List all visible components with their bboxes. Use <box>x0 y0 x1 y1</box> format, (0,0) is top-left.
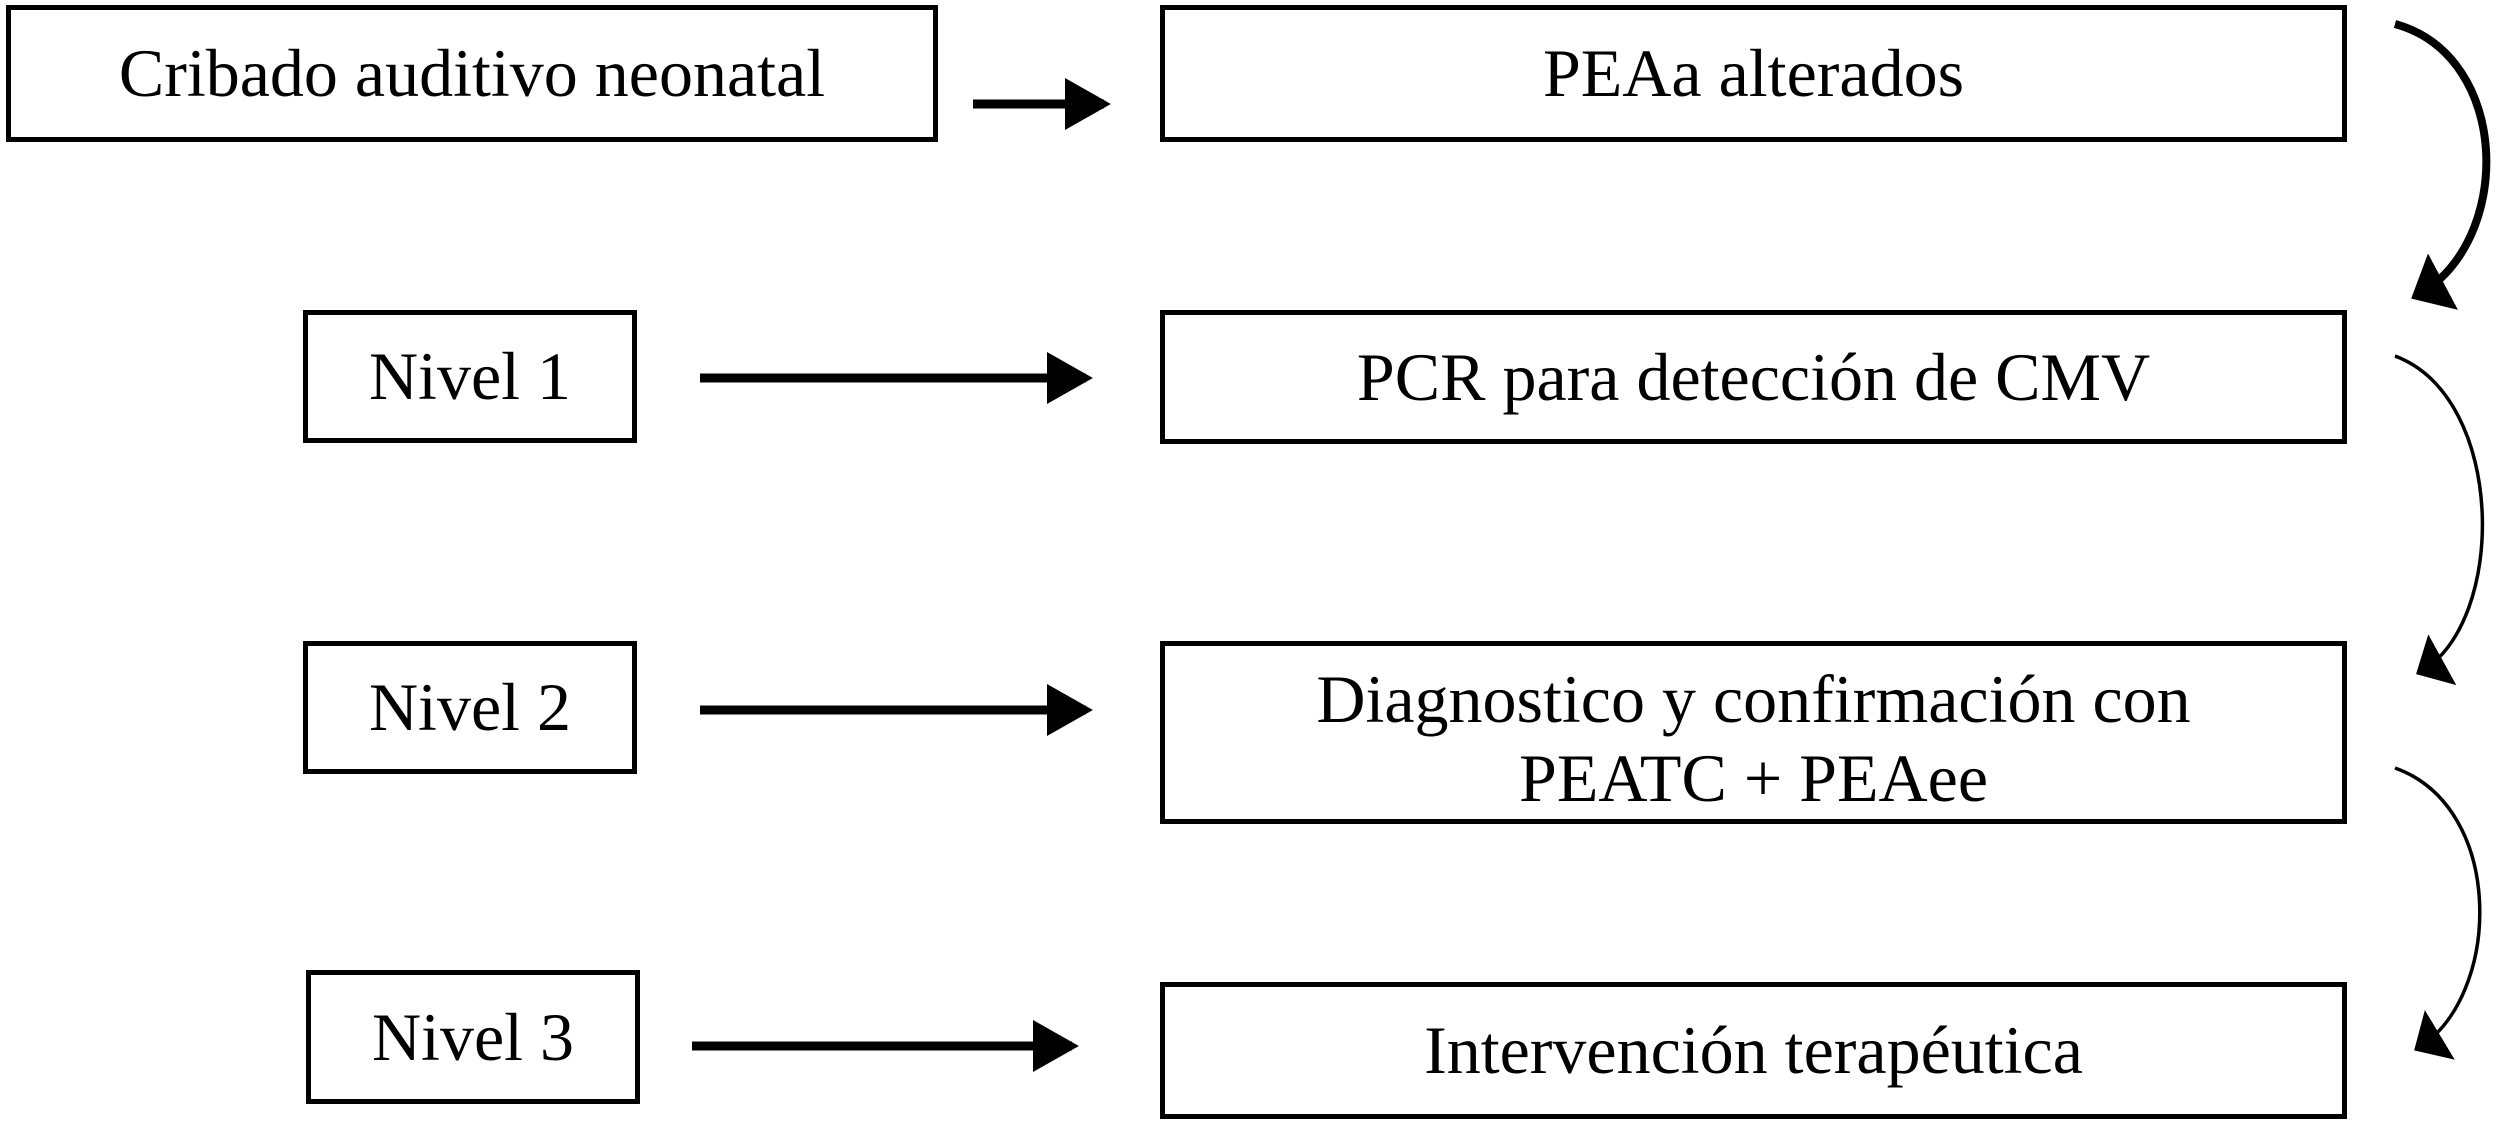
box-nivel-2: Nivel 2 <box>303 641 637 774</box>
box-pcr-deteccion-cmv: PCR para detección de CMV <box>1160 310 2347 444</box>
box-pcr-label: PCR para detección de CMV <box>1356 338 2151 415</box>
box-diagnostico-confirmacion: Diagnostico y confirmación con PEATC + P… <box>1160 641 2347 824</box>
box-intervencion-label: Intervención terapéutica <box>1424 1012 2083 1089</box>
box-peaa-label: PEAa alterados <box>1542 35 1965 112</box>
box-nivel-3: Nivel 3 <box>306 970 640 1104</box>
box-nivel-2-label: Nivel 2 <box>368 669 572 746</box>
curved-arrow-diagnostico-to-intervencion <box>2394 766 2482 1060</box>
box-intervencion-terapeutica: Intervención terapéutica <box>1160 982 2347 1119</box>
box-cribado-auditivo-neonatal: Cribado auditivo neonatal <box>6 5 938 142</box>
box-cribado-label: Cribado auditivo neonatal <box>118 35 826 112</box>
curved-arrow-peaa-to-pcr <box>2393 20 2491 310</box>
box-nivel-1-label: Nivel 1 <box>368 338 572 415</box>
box-diagnostico-label-line1: Diagnostico y confirmación con <box>1316 660 2191 737</box>
curved-arrow-pcr-to-diagnostico <box>2394 354 2485 686</box>
box-peaa-alterados: PEAa alterados <box>1160 5 2347 142</box>
box-nivel-1: Nivel 1 <box>303 310 637 443</box>
box-nivel-3-label: Nivel 3 <box>371 998 575 1075</box>
box-diagnostico-label-line2: PEATC + PEAee <box>1519 739 1988 816</box>
